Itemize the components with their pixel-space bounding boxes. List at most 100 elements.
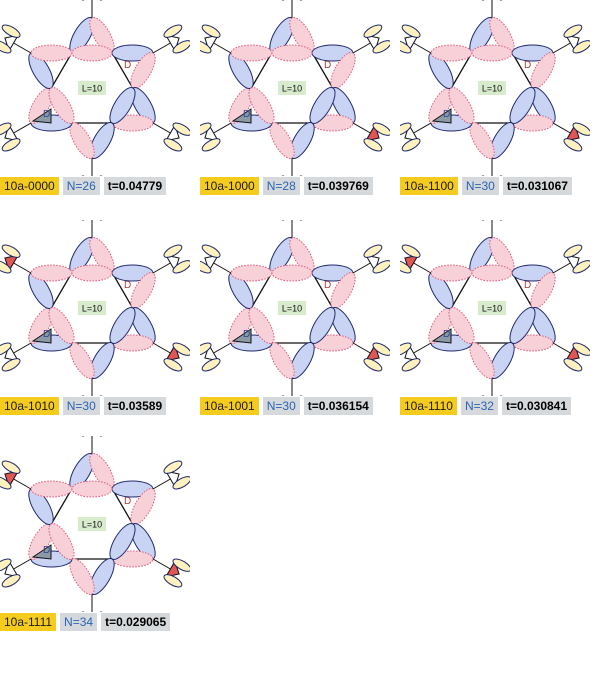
leaf-ellipse [1, 24, 21, 38]
bond-ellipse [271, 264, 313, 282]
leaf-ellipse [0, 476, 12, 490]
connector [152, 342, 171, 354]
t-value-label: t=0.04779 [103, 177, 167, 195]
leaf-ellipse [400, 40, 412, 54]
node-label-d: D [524, 280, 531, 291]
connector [13, 558, 32, 570]
leaf-ellipse [563, 358, 583, 372]
node-label-d: D [443, 109, 450, 120]
leaf-ellipse [1, 358, 21, 372]
leaf-ellipse [163, 24, 183, 38]
bond-ellipse [248, 87, 275, 124]
leaf-ellipse [200, 260, 212, 274]
network-group: DDL=10 [200, 220, 390, 396]
connector [152, 122, 171, 134]
bond-ellipse [248, 307, 275, 344]
triangle-up [429, 236, 555, 344]
network-group: D D L=10 [400, 220, 590, 396]
leaf-ellipse [572, 342, 590, 356]
leaf-ellipse [1, 138, 21, 152]
leaf-ellipse [363, 138, 383, 152]
leaf-ellipse [372, 40, 390, 54]
leaf-ellipse [172, 558, 190, 572]
center-label-box [78, 517, 106, 531]
leaf-ellipse [401, 358, 421, 372]
leaf-ellipse [163, 244, 183, 258]
connector [213, 42, 232, 54]
leaf-ellipse [363, 244, 383, 258]
leaf-ellipse [572, 260, 590, 274]
connector [213, 262, 232, 274]
n-count-label: N=30 [262, 397, 300, 415]
leaf-ellipse [201, 358, 221, 372]
shaded-node [431, 108, 452, 124]
node-label-d: D [324, 60, 331, 71]
n-count-label: N=30 [461, 177, 499, 195]
center-label-box [78, 81, 106, 95]
leaf-ellipse [172, 342, 190, 356]
connector [13, 122, 32, 134]
center-label-box [278, 301, 306, 315]
leaf-ellipse [0, 342, 12, 356]
network-group: DDL=10 [400, 0, 590, 176]
bond-ellipse [448, 87, 475, 124]
bond-ellipse [471, 264, 513, 282]
connector [552, 42, 571, 54]
config-id-label: 10a-1111 [0, 613, 57, 631]
leaf-ellipse [563, 138, 583, 152]
connector [413, 342, 432, 354]
triangle-up [229, 16, 355, 124]
network-diagram: DDL=10 [200, 220, 390, 396]
connector [413, 262, 432, 274]
shaded-node [231, 108, 252, 124]
bond-ellipse [109, 523, 136, 560]
node-label-d: D [124, 60, 131, 71]
leaf-ellipse [572, 40, 590, 54]
n-count-label: N=32 [460, 397, 498, 415]
bond-ellipse [430, 264, 473, 282]
leaf-ellipse [0, 40, 12, 54]
connector [213, 122, 232, 134]
center-label: L=10 [482, 304, 502, 314]
leaf-ellipse [201, 24, 221, 38]
t-value-label: t=0.036154 [303, 397, 373, 415]
network-diagram: DDL=10 [400, 0, 590, 176]
shaded-node [231, 328, 252, 344]
bond-ellipse [30, 480, 73, 498]
node-label-d: D [443, 329, 450, 340]
leaf-ellipse [400, 260, 412, 274]
leaf-ellipse [572, 122, 590, 136]
network-diagram: DDL=10 [0, 0, 190, 176]
leaf-ellipse [372, 342, 390, 356]
leaf-ellipse [563, 24, 583, 38]
center-label: L=10 [482, 84, 502, 94]
node-label-d: D [43, 109, 50, 120]
center-label: L=10 [82, 304, 102, 314]
leaf-ellipse [401, 24, 421, 38]
network-diagram: DDL=10 [0, 436, 190, 612]
triangle-up [229, 236, 355, 344]
shaded-node [31, 108, 52, 124]
connector [13, 42, 32, 54]
shaded-node [31, 544, 52, 560]
leaf-ellipse [372, 260, 390, 274]
node-label-d: D [243, 109, 250, 120]
leaf-ellipse [401, 244, 421, 258]
connector [352, 262, 371, 274]
leaf-ellipse [200, 40, 212, 54]
node-label-d: D [43, 545, 50, 556]
leaf-ellipse [163, 460, 183, 474]
leaf-ellipse [0, 122, 12, 136]
bond-ellipse [48, 523, 75, 560]
bond-ellipse [48, 87, 75, 124]
network-diagram: D D L=10 [400, 220, 590, 396]
